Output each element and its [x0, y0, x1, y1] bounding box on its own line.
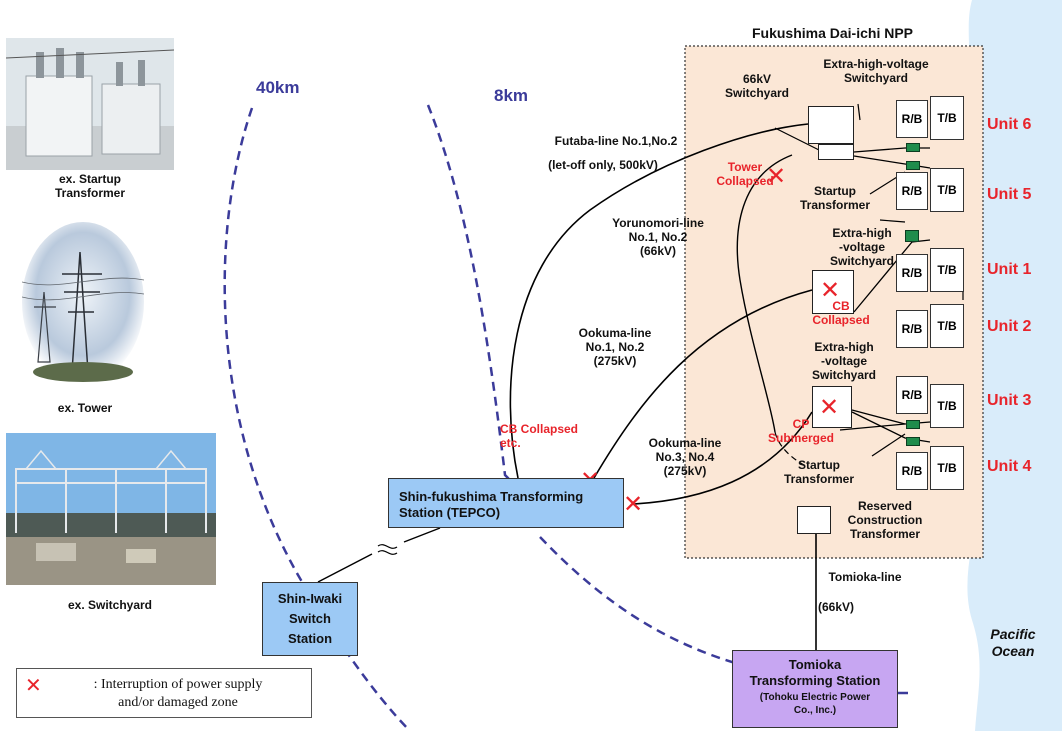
distance-40km: 40km [256, 78, 300, 97]
arrow-startup-top-2 [879, 219, 906, 223]
distance-8km: 8km [494, 86, 529, 105]
turbine-building-6: T/B [930, 96, 964, 140]
damage-x-tower: ✕ [766, 162, 787, 190]
startup-low-label: Startup Transformer [783, 458, 855, 486]
arrow-66kv [774, 127, 820, 151]
shin-fukushima-station: Shin-fukushima Transforming Station (TEP… [388, 478, 624, 528]
npp-title: Fukushima Dai-ichi NPP [751, 25, 914, 41]
sw-top-link-2 [853, 155, 931, 169]
tomioka-station-label: Tomioka Transforming Station [749, 657, 881, 688]
damage-x-cb-plant: ✕ [820, 276, 841, 304]
yorunomori-line [736, 154, 793, 433]
tower-caption: ex. Tower [57, 401, 113, 415]
ehv-switchyard-top [808, 106, 854, 144]
unit-label-4: Unit 4 [987, 458, 1032, 475]
reactor-building-5: R/B [896, 172, 928, 210]
pacific-ocean-label: Pacific Ocean [990, 626, 1036, 659]
damage-x-cp: ✕ [819, 393, 840, 421]
ehv-low-label: Extra-high -voltage Switchyard [811, 340, 877, 382]
unit-label-5: Unit 5 [987, 186, 1032, 203]
cp-submerged-label: CP Submerged [767, 417, 834, 445]
pacific-ocean-area [966, 0, 1062, 731]
yorunomori-line-label: Yorunomori-line No.1, No.2 (66kV) [612, 216, 704, 258]
ehv-top-label: Extra-high-voltage Switchyard [823, 57, 929, 85]
damage-x-ookuma-34: ✕ [623, 490, 644, 518]
turbine-building-4: T/B [930, 446, 964, 490]
ookuma-34-line [633, 411, 813, 505]
arrow-ehv-top [857, 103, 861, 121]
reserved-label: Reserved Construction Transformer [847, 499, 923, 541]
arc-40km [223, 107, 411, 731]
unit-label-6: Unit 6 [987, 116, 1032, 133]
switchyard-illustration [6, 433, 216, 585]
iwaki-link-2 [403, 527, 441, 543]
arrow-cp [839, 423, 906, 431]
cb-collapsed-line-label: CB Collapsed etc. [500, 422, 579, 450]
startup-transformer-3 [906, 420, 920, 429]
reactor-building-1: R/B [896, 254, 928, 292]
legend-text: : Interruption of power supply and/or da… [93, 677, 263, 710]
shin-fukushima-label: Shin-fukushima Transforming Station (TEP… [399, 489, 584, 520]
switchyard-photo [6, 433, 216, 585]
sw-mid-link [853, 239, 931, 313]
switchyard-caption: ex. Switchyard [67, 598, 153, 612]
reactor-building-6: R/B [896, 100, 928, 138]
futaba-line-label: Futaba-line No.1,No.2 [554, 134, 678, 148]
startup-transformer-4 [906, 437, 920, 446]
turbine-building-1: T/B [930, 248, 964, 292]
cb-collapsed-plant-label: CB Collapsed [812, 299, 870, 327]
reactor-building-4: R/B [896, 452, 928, 490]
ookuma-34-line-label: Ookuma-line No.3, No.4 (275kV) [648, 436, 722, 478]
turbine-building-3: T/B [930, 384, 964, 428]
sw-top-link [853, 147, 930, 153]
tomioka-station-sub: (Tohoku Electric Power Co., Inc.) [759, 692, 871, 716]
unit-label-2: Unit 2 [987, 318, 1032, 335]
tower-collapsed-label: Tower Collapsed [716, 160, 774, 188]
arrow-startup-low [871, 433, 906, 457]
arc-8km-lower [539, 536, 736, 665]
legend-box: ✕ : Interruption of power supply and/or … [16, 668, 312, 718]
startup-transformer-photo [6, 38, 174, 170]
tomioka-line-kv: (66kV) [817, 600, 855, 614]
startup-top-label: Startup Transformer [799, 184, 871, 212]
legend-x-icon: ✕ [25, 673, 42, 697]
tomioka-station: Tomioka Transforming Station (Tohoku Ele… [732, 650, 898, 728]
sw-low-link-2 [851, 411, 931, 443]
unit-label-1: Unit 1 [987, 261, 1032, 278]
sw66-box [818, 144, 854, 160]
ookuma-12-line [593, 289, 813, 479]
reserved-transformer-box [797, 506, 831, 534]
startup-transformer-caption: ex. Startup Transformer [54, 172, 126, 200]
shin-iwaki-station: Shin-Iwaki Switch Station [262, 582, 358, 656]
ehv-switchyard-mid [812, 270, 854, 314]
iwaki-break [377, 544, 398, 555]
transformer-illustration [6, 38, 174, 170]
ehv-mid-label: Extra-high -voltage Switchyard [829, 226, 895, 268]
turbine-building-5: T/B [930, 168, 964, 212]
unit-label-3: Unit 3 [987, 392, 1032, 409]
tomioka-line-label: Tomioka-line [828, 570, 902, 584]
sw66-label: 66kV Switchyard [724, 72, 790, 100]
iwaki-link [317, 553, 373, 583]
startup-transformer-1 [905, 230, 919, 242]
futaba-line-note: (let-off only, 500kV) [548, 158, 658, 172]
turbine-building-2: T/B [930, 304, 964, 348]
futaba-line [509, 123, 809, 479]
tower-illustration [22, 222, 144, 382]
startup-transformer-6 [906, 143, 920, 152]
shin-iwaki-label: Shin-Iwaki Switch Station [277, 591, 343, 646]
arc-8km [426, 104, 521, 491]
ehv-switchyard-low [812, 386, 852, 428]
yorunomori-dashed [774, 431, 807, 467]
reactor-building-3: R/B [896, 376, 928, 414]
reactor-building-2: R/B [896, 310, 928, 348]
tower-photo [22, 222, 144, 382]
startup-transformer-5 [906, 161, 920, 170]
ookuma-12-line-label: Ookuma-line No.1, No.2 (275kV) [578, 326, 652, 368]
